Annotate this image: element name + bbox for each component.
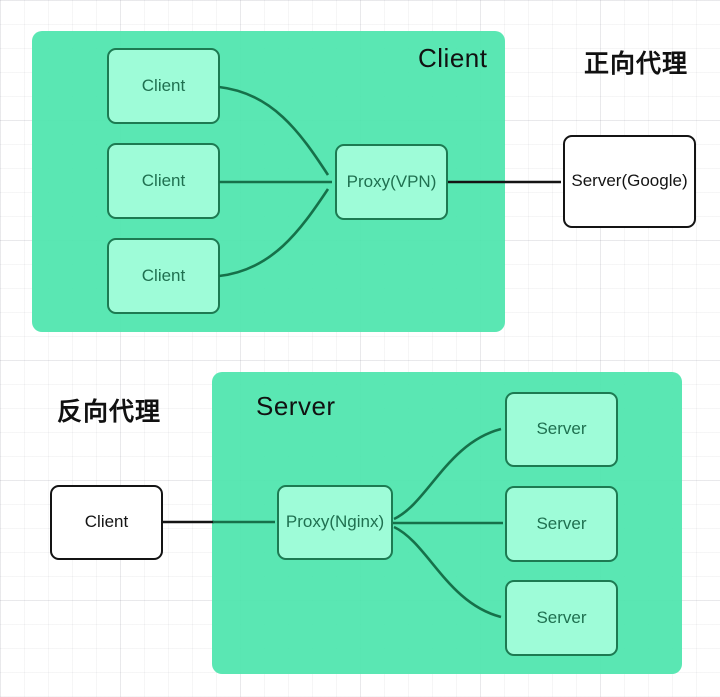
server-google-node: Server(Google)	[563, 135, 696, 228]
client-node-3: Client	[107, 238, 220, 314]
forward-panel-label: Client	[418, 43, 488, 73]
proxy-nginx-label: Proxy(Nginx)	[285, 512, 385, 532]
client-node-2-label: Client	[141, 170, 186, 190]
proxy-vpn-node: Proxy(VPN)	[335, 144, 448, 220]
reverse-panel-label: Server	[256, 391, 336, 421]
server-node-2: Server	[505, 486, 618, 562]
reverse-client-node: Client	[50, 485, 163, 560]
forward-proxy-title: 正向代理	[584, 50, 689, 78]
server-node-3-label: Server	[536, 607, 587, 627]
server-node-2-label: Server	[536, 513, 587, 533]
client-node-3-label: Client	[141, 265, 186, 285]
reverse-proxy-title: 反向代理	[57, 398, 162, 426]
server-node-3: Server	[505, 580, 618, 656]
server-google-label: Server(Google)	[571, 171, 688, 191]
client-node-2: Client	[107, 143, 220, 219]
client-node-1-label: Client	[141, 75, 186, 95]
proxy-nginx-node: Proxy(Nginx)	[277, 485, 393, 560]
server-node-1: Server	[505, 392, 618, 467]
reverse-client-label: Client	[84, 512, 129, 532]
server-node-1-label: Server	[536, 419, 587, 439]
client-node-1: Client	[107, 48, 220, 124]
proxy-vpn-label: Proxy(VPN)	[346, 171, 437, 191]
